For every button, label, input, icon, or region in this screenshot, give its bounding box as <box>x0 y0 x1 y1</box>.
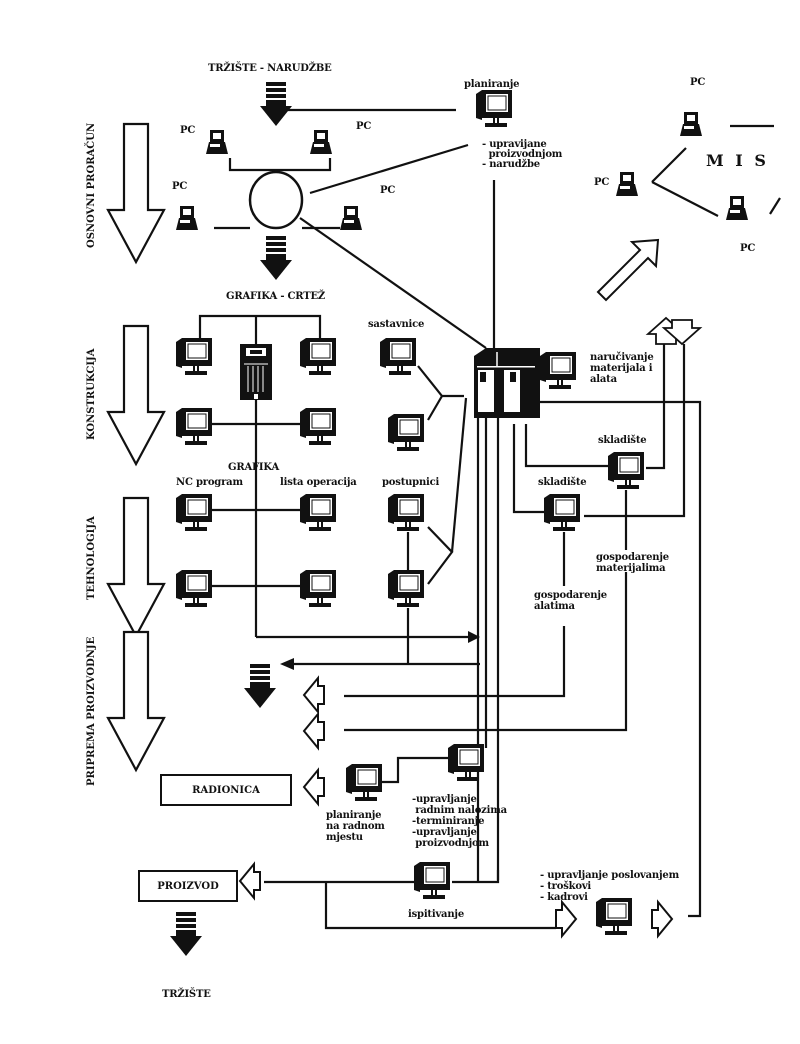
nc-program-label: NC program <box>176 477 243 488</box>
graphics-drawing-arrow <box>260 236 292 280</box>
procedures-monitor-icon <box>387 493 425 532</box>
bom-monitor-icon <box>387 413 425 452</box>
market-orders-arrow <box>260 82 292 126</box>
pc-label: PC <box>172 181 188 192</box>
phase-label-osnovni: OSNOVNI PRORAČUN <box>86 122 97 248</box>
bom-monitor-icon <box>379 337 417 376</box>
preparation-arrow <box>244 664 276 708</box>
testing-monitor-icon <box>413 861 451 900</box>
warehouse-label: skladište <box>538 477 587 488</box>
pc-icon <box>176 206 198 230</box>
workplace-planning-label: planiranje na radnom mjestu <box>326 810 385 843</box>
link-hub-planning <box>309 143 469 195</box>
planning-notes: - upravijane proizvodnjom - narudžbe <box>482 139 563 170</box>
down-arrow <box>661 319 703 346</box>
phase-arrow-tehnologija <box>106 496 166 638</box>
mis-pc-label: PC <box>740 243 756 254</box>
phase-label-konstrukcija: KONSTRUKCIJA <box>86 348 97 440</box>
workplace-planning-monitor-icon <box>345 763 383 802</box>
pc-label: PC <box>380 185 396 196</box>
graphics-drawing-label: GRAFIKA - CRTEŽ <box>226 291 326 302</box>
phase-label-tehnologija: TEHNOLOGIJA <box>86 516 97 600</box>
business-monitor-icon <box>595 897 633 936</box>
order-management-label: -upravljanje radnim nalozima -terminiran… <box>412 794 507 849</box>
pc-icon <box>340 206 362 230</box>
pc-icon <box>206 130 228 154</box>
warehouse-label: skladište <box>598 435 647 446</box>
pc-label: PC <box>180 125 196 136</box>
workshop-box: RADIONICA <box>160 774 292 806</box>
market-orders-label: TRŽIŠTE - NARUDŽBE <box>208 63 332 74</box>
market-arrow <box>170 912 202 956</box>
link-tool-mgmt <box>344 626 566 698</box>
left-arrow <box>303 677 325 713</box>
link-top-pcs <box>228 158 332 172</box>
right-arrow <box>555 901 577 937</box>
pc-icon <box>310 130 332 154</box>
left-arrow <box>303 769 325 805</box>
workshop-label: RADIONICA <box>192 784 260 796</box>
mis-pc-icon <box>616 172 638 196</box>
central-server-icon <box>474 348 540 418</box>
network-hub <box>248 170 304 230</box>
ordering-monitor-icon <box>539 351 577 390</box>
plotter-icon <box>240 344 272 400</box>
bom-label: sastavnice <box>368 319 425 330</box>
material-management-label: gospodarenje materijalima <box>596 552 669 574</box>
planning-label: planiranje <box>464 79 520 90</box>
mis-pc-label: PC <box>594 177 610 188</box>
monitor-icon <box>299 337 337 376</box>
left-arrow <box>239 863 261 899</box>
left-arrow <box>303 713 325 749</box>
tool-management-label: gospodarenje alatima <box>534 590 607 612</box>
ordering-label: naručivanje materijala i alata <box>590 352 654 385</box>
phase-label-priprema: PRIPREMA PROIZVODNJE <box>86 636 97 786</box>
nc-program-monitor-icon <box>175 493 213 532</box>
phase-arrow-konstrukcija <box>106 324 166 466</box>
monitor-icon <box>299 569 337 608</box>
mis-pc-icon <box>726 196 748 220</box>
warehouse-monitor-icon <box>543 493 581 532</box>
phase-arrow-osnovni <box>106 122 166 264</box>
mis-pc-icon <box>680 112 702 136</box>
product-box: PROIZVOD <box>138 870 238 902</box>
planning-monitor-icon <box>475 89 513 128</box>
mis-title: M I S <box>706 151 769 170</box>
phase-arrow-priprema <box>106 630 166 772</box>
business-management-label: - upravljanje poslovanjem - troškovi - k… <box>540 870 679 903</box>
warehouse-monitor-icon <box>607 451 645 490</box>
monitor-icon <box>175 569 213 608</box>
link-material-mgmt <box>344 572 628 732</box>
link-server-business <box>540 400 702 918</box>
procedures-monitor-icon <box>387 569 425 608</box>
procedures-label: postupnici <box>382 477 440 488</box>
product-label: PROIZVOD <box>157 880 219 892</box>
monitor-icon <box>175 337 213 376</box>
monitor-icon <box>299 407 337 446</box>
pc-label: PC <box>356 121 372 132</box>
operations-list-label: lista operacija <box>280 477 357 488</box>
operations-monitor-icon <box>299 493 337 532</box>
graphics-label: GRAFIKA <box>228 462 280 473</box>
mis-arrow <box>596 238 660 302</box>
testing-label: ispitivanje <box>408 909 464 920</box>
right-arrow <box>651 901 673 937</box>
mis-pc-label: PC <box>690 77 706 88</box>
link-hub-server <box>299 217 487 349</box>
market-label: TRŽIŠTE <box>162 989 211 1000</box>
monitor-icon <box>175 407 213 446</box>
